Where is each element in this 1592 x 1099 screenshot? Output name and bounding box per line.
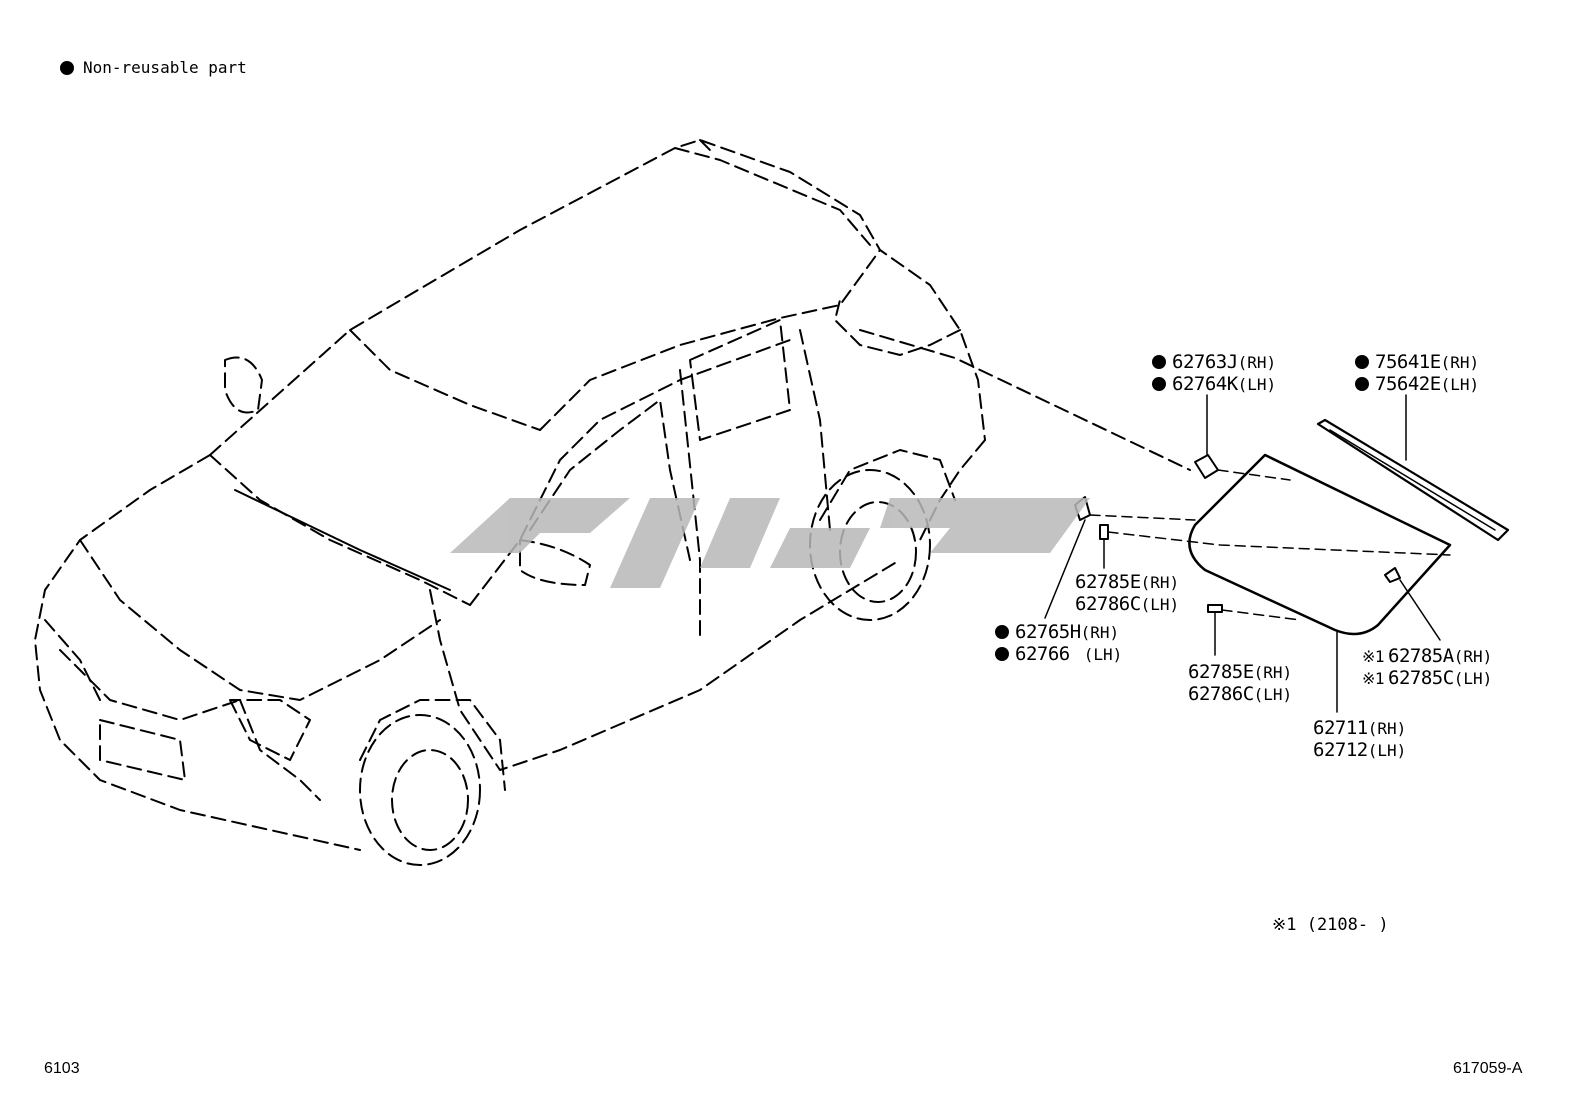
car-roof-outline [209, 139, 1191, 771]
part-label: 75641E(RH) [1355, 352, 1479, 373]
part-label: 62766(LH) [995, 644, 1122, 665]
car-side-windows [529, 319, 831, 641]
footer-right-code: 617059-A [1453, 1060, 1523, 1077]
part-label: 62785E(RH) [1188, 661, 1293, 683]
quarter-window-glass [1188, 453, 1452, 636]
non-reusable-bullet-icon [60, 60, 74, 75]
part-label: 62712(LH) [1313, 739, 1407, 761]
legend-text: Non-reusable part [83, 58, 247, 77]
leader-lines [1044, 394, 1441, 713]
part-label: 62763J(RH) [1152, 352, 1276, 373]
wiper-arm [234, 489, 451, 591]
side-mirror-right [519, 539, 591, 586]
part-label: 62765H(RH) [995, 622, 1119, 643]
guide-lines [1089, 469, 1451, 621]
front-wheel [359, 699, 506, 866]
spacer-62785E-lower [1207, 604, 1223, 613]
clip-62763J [1194, 454, 1219, 479]
non-reusable-bullet-icon [995, 647, 1009, 661]
part-label: 62711(RH) [1313, 717, 1407, 739]
weatherstrip-molding [1316, 418, 1510, 542]
watermark-graphic [450, 498, 1090, 588]
part-label: 62785E(RH) [1075, 571, 1180, 593]
footnote: ※1 (2108- ) [1272, 915, 1389, 935]
non-reusable-bullet-icon [1355, 377, 1369, 391]
part-label: 75642E(LH) [1355, 374, 1479, 395]
part-label: 62786C(LH) [1075, 593, 1180, 615]
non-reusable-bullet-icon [1355, 355, 1369, 369]
legend: Non-reusable part [60, 58, 247, 77]
spacer-62785E-upper [1099, 524, 1109, 540]
clip-62785A [1384, 567, 1401, 583]
non-reusable-bullet-icon [1152, 377, 1166, 391]
footer-left-code: 6103 [44, 1060, 80, 1077]
car-front-outline [34, 454, 441, 851]
part-label: 62764K(LH) [1152, 374, 1276, 395]
non-reusable-bullet-icon [995, 625, 1009, 639]
non-reusable-bullet-icon [1152, 355, 1166, 369]
side-mirror-left [224, 356, 263, 414]
part-label: 62786C(LH) [1188, 683, 1293, 705]
